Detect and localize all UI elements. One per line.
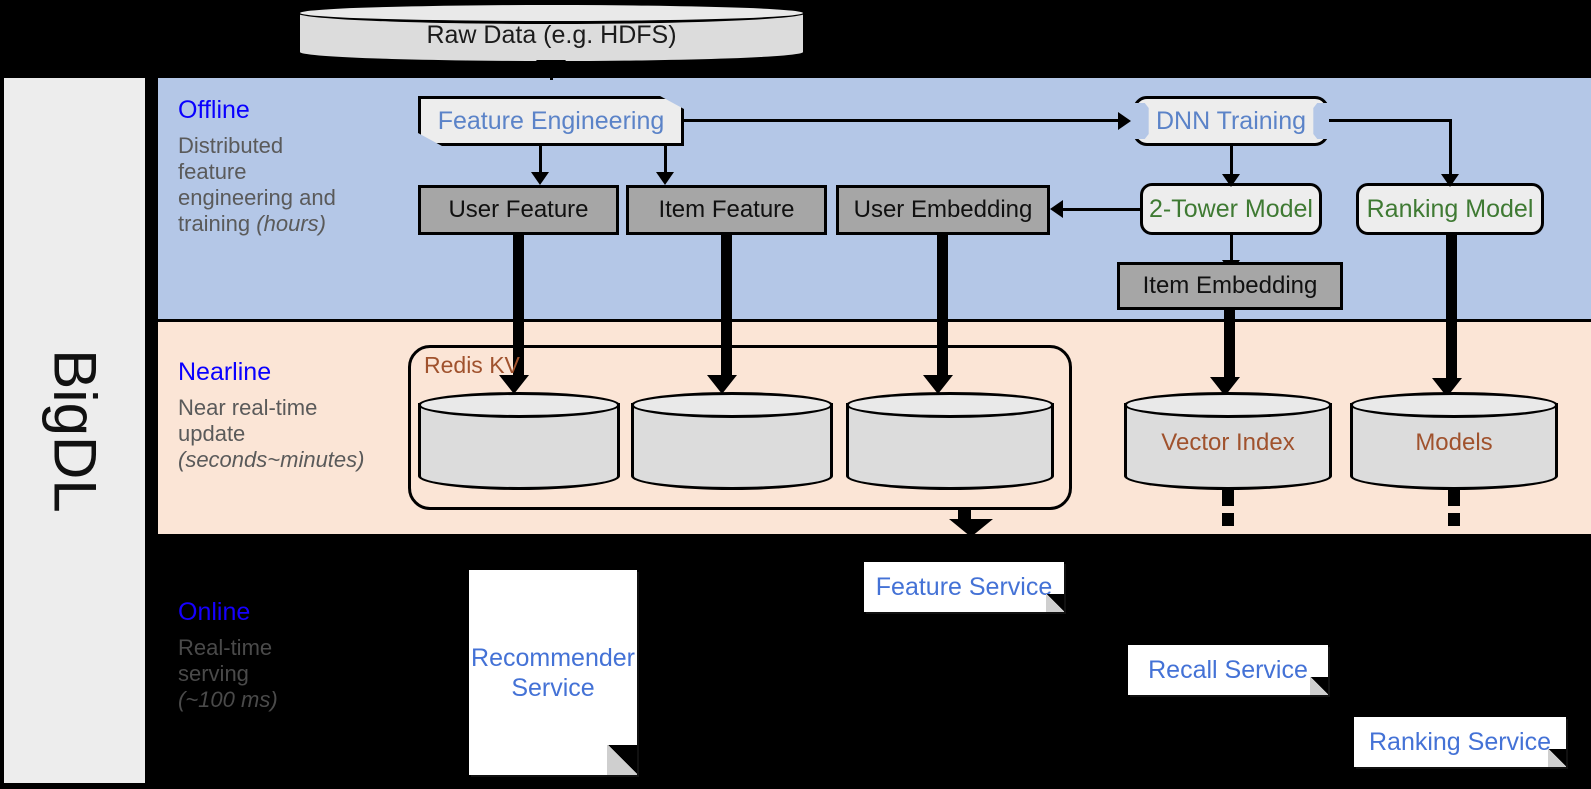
bigdl-rail: BigDL — [4, 78, 145, 783]
node-dnn-training[interactable]: DNN Training — [1133, 96, 1329, 146]
cylinder-body — [631, 403, 833, 490]
connector-fe-dnn — [684, 119, 1118, 122]
dash-models-1 — [1448, 490, 1460, 506]
store-user-embedding[interactable] — [846, 392, 1054, 490]
dash-vectorindex-1 — [1222, 490, 1234, 506]
ranking-model-label: Ranking Model — [1366, 195, 1534, 223]
feature-engineering-label: Feature Engineering — [437, 107, 665, 135]
group-redis-kv — [408, 345, 1072, 510]
recall-service-label: Recall Service — [1148, 656, 1308, 684]
feature-service-label: Feature Service — [875, 573, 1053, 601]
node-ranking-model[interactable]: Ranking Model — [1356, 183, 1544, 235]
online-title: Online — [178, 598, 251, 626]
node-feature-service[interactable]: Feature Service — [864, 562, 1064, 612]
pipe-userfeature-store — [513, 235, 524, 380]
node-ranking-service[interactable]: Ranking Service — [1354, 717, 1566, 767]
ranking-service-label: Ranking Service — [1368, 728, 1552, 756]
online-desc-italic: (~100 ms) — [178, 686, 278, 712]
node-user-feature[interactable]: User Feature — [418, 185, 619, 235]
cylinder-top — [631, 392, 833, 418]
online-desc-l2: serving — [178, 660, 249, 686]
dash-vectorindex-2 — [1222, 513, 1234, 526]
page-fold-icon — [1310, 677, 1328, 695]
dnn-training-label: DNN Training — [1155, 107, 1307, 135]
arrowhead-userfeature-store — [499, 375, 529, 394]
recommender-service-l2: Service — [511, 673, 595, 702]
arrowhead-itemfeature-store — [707, 375, 737, 394]
nearline-desc-italic: (seconds~minutes) — [178, 446, 365, 472]
redis-kv-label: Redis KV — [424, 352, 520, 378]
recommender-service-l1: Recommender — [471, 643, 635, 672]
connector-twotower-itemembedding — [1230, 235, 1233, 263]
arrowhead-fe-dnn — [1118, 112, 1131, 130]
nearline-desc: Near real-time update (seconds~minutes) — [178, 395, 413, 473]
recommender-service-text: Recommender Service — [463, 643, 643, 703]
models-label: Models — [1415, 429, 1493, 457]
node-recall-service[interactable]: Recall Service — [1128, 645, 1328, 695]
cylinder-top — [846, 392, 1054, 418]
offline-desc-l1: Distributed — [178, 133, 284, 158]
offline-desc-l2: feature — [178, 158, 247, 184]
cylinder-top — [1124, 392, 1332, 418]
nearline-desc-l1: Near real-time — [178, 395, 318, 420]
node-two-tower-model[interactable]: 2-Tower Model — [1140, 183, 1322, 235]
nearline-title: Nearline — [178, 358, 272, 386]
node-item-feature[interactable]: Item Feature — [626, 185, 827, 235]
node-item-embedding[interactable]: Item Embedding — [1117, 262, 1343, 310]
cylinder-top — [1350, 392, 1558, 418]
pipe-userembedding-store — [937, 235, 948, 380]
offline-desc: Distributed feature engineering and trai… — [178, 133, 403, 237]
raw-data-cylinder: Raw Data (e.g. HDFS) — [297, 2, 806, 64]
bigdl-label: BigDL — [41, 348, 108, 513]
connector-dnn-ranking-h — [1329, 119, 1452, 122]
caption-online: Online Real-time serving (~100 ms) — [178, 598, 413, 713]
node-feature-engineering[interactable]: Feature Engineering — [418, 96, 684, 146]
connector-dnn-twotower — [1230, 146, 1233, 178]
arrowhead-fe-itemfeature — [656, 172, 674, 185]
vector-index-label: Vector Index — [1161, 429, 1295, 457]
offline-desc-l4: training — [178, 210, 257, 236]
caption-nearline: Nearline Near real-time update (seconds~… — [178, 358, 413, 473]
arrowhead-userembedding-store — [923, 375, 953, 394]
user-embedding-label: User Embedding — [853, 195, 1033, 223]
connector-twotower-userembedding — [1063, 208, 1141, 211]
offline-desc-l3: engineering and — [178, 184, 336, 210]
store-item-feature[interactable] — [631, 392, 833, 490]
dash-models-2 — [1448, 513, 1460, 526]
arrowhead-twotower-userembedding — [1050, 200, 1063, 218]
node-user-embedding[interactable]: User Embedding — [836, 185, 1050, 235]
node-recommender-service[interactable]: Recommender Service — [469, 570, 637, 775]
pipe-itemfeature-store — [721, 235, 732, 380]
cylinder-top — [418, 392, 620, 418]
caption-offline: Offline Distributed feature engineering … — [178, 96, 403, 237]
pipe-rankingmodel-models — [1446, 235, 1457, 383]
page-fold-icon — [1548, 749, 1566, 767]
store-user-feature[interactable] — [418, 392, 620, 490]
pipe-itemembedding-vectorindex — [1224, 310, 1235, 382]
online-desc-l1: Real-time — [178, 635, 273, 660]
arrowhead-dnn-twotower — [1222, 174, 1240, 187]
connector-dnn-ranking-v — [1449, 119, 1452, 177]
arrowhead-dnn-ranking — [1441, 174, 1459, 187]
connector-fe-itemfeature — [664, 146, 667, 174]
page-fold-icon — [607, 745, 637, 775]
page-fold-icon — [1046, 594, 1064, 612]
nearline-desc-l2: update — [178, 420, 246, 446]
raw-data-label: Raw Data (e.g. HDFS) — [426, 20, 677, 49]
user-feature-label: User Feature — [448, 195, 589, 223]
arrowhead-rawdata-fe — [536, 60, 566, 79]
offline-title: Offline — [178, 96, 250, 124]
connector-fe-userfeature — [539, 146, 542, 174]
cylinder-top — [297, 2, 806, 24]
store-vector-index[interactable]: Vector Index — [1124, 392, 1332, 490]
store-models[interactable]: Models — [1350, 392, 1558, 490]
online-desc: Real-time serving (~100 ms) — [178, 635, 413, 713]
arrowhead-fe-userfeature — [531, 172, 549, 185]
arrowhead-redis-featureservice — [949, 519, 993, 537]
offline-desc-italic: (hours) — [256, 210, 326, 236]
two-tower-model-label: 2-Tower Model — [1149, 195, 1313, 223]
item-embedding-label: Item Embedding — [1142, 271, 1318, 299]
item-feature-label: Item Feature — [658, 195, 795, 223]
